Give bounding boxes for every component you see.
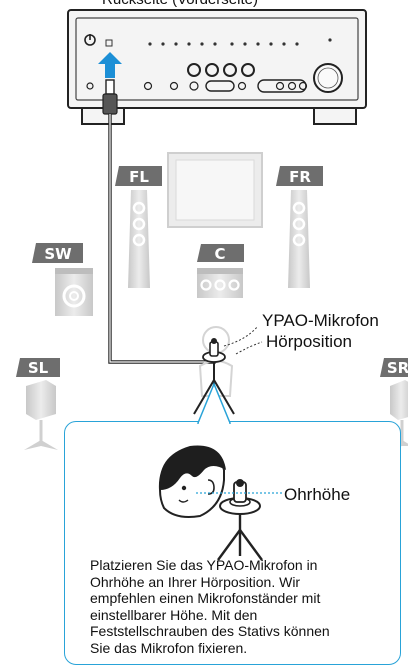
fl-tag: FL [115,166,162,186]
svg-text:SR: SR [387,359,408,377]
mic-leader-line [223,325,259,347]
person-head-icon [158,445,226,518]
rear-caption: Rückseite (Vorderseite) [102,0,258,8]
sl-tag: SL [16,358,60,377]
tv [167,152,263,228]
speaker-fr [288,190,310,288]
connect-arrow-icon [98,52,122,78]
ear-height-label: Ohrhöhe [284,485,351,504]
fr-tag: FR [276,166,323,186]
position-label: Hörposition [266,332,352,351]
svg-text:FR: FR [289,168,311,186]
c-tag: C [197,244,244,263]
svg-text:FL: FL [129,168,149,186]
mic-label: YPAO-Mikrofon [262,311,379,330]
info-callout [64,421,401,665]
sw-tag: SW [32,243,83,263]
speaker-fl [128,190,150,288]
speaker-c [197,268,243,298]
svg-text:SL: SL [28,359,49,377]
svg-text:SW: SW [44,245,72,263]
mic-tripod [193,338,235,415]
mic-closeup [217,479,263,561]
instruction-text: Platzieren Sie das YPAO-Mikrofon in Ohrh… [90,557,330,656]
svg-text:C: C [214,245,225,263]
speaker-sw [55,268,93,316]
sr-tag: SR [380,358,408,377]
speaker-sl [24,380,58,450]
